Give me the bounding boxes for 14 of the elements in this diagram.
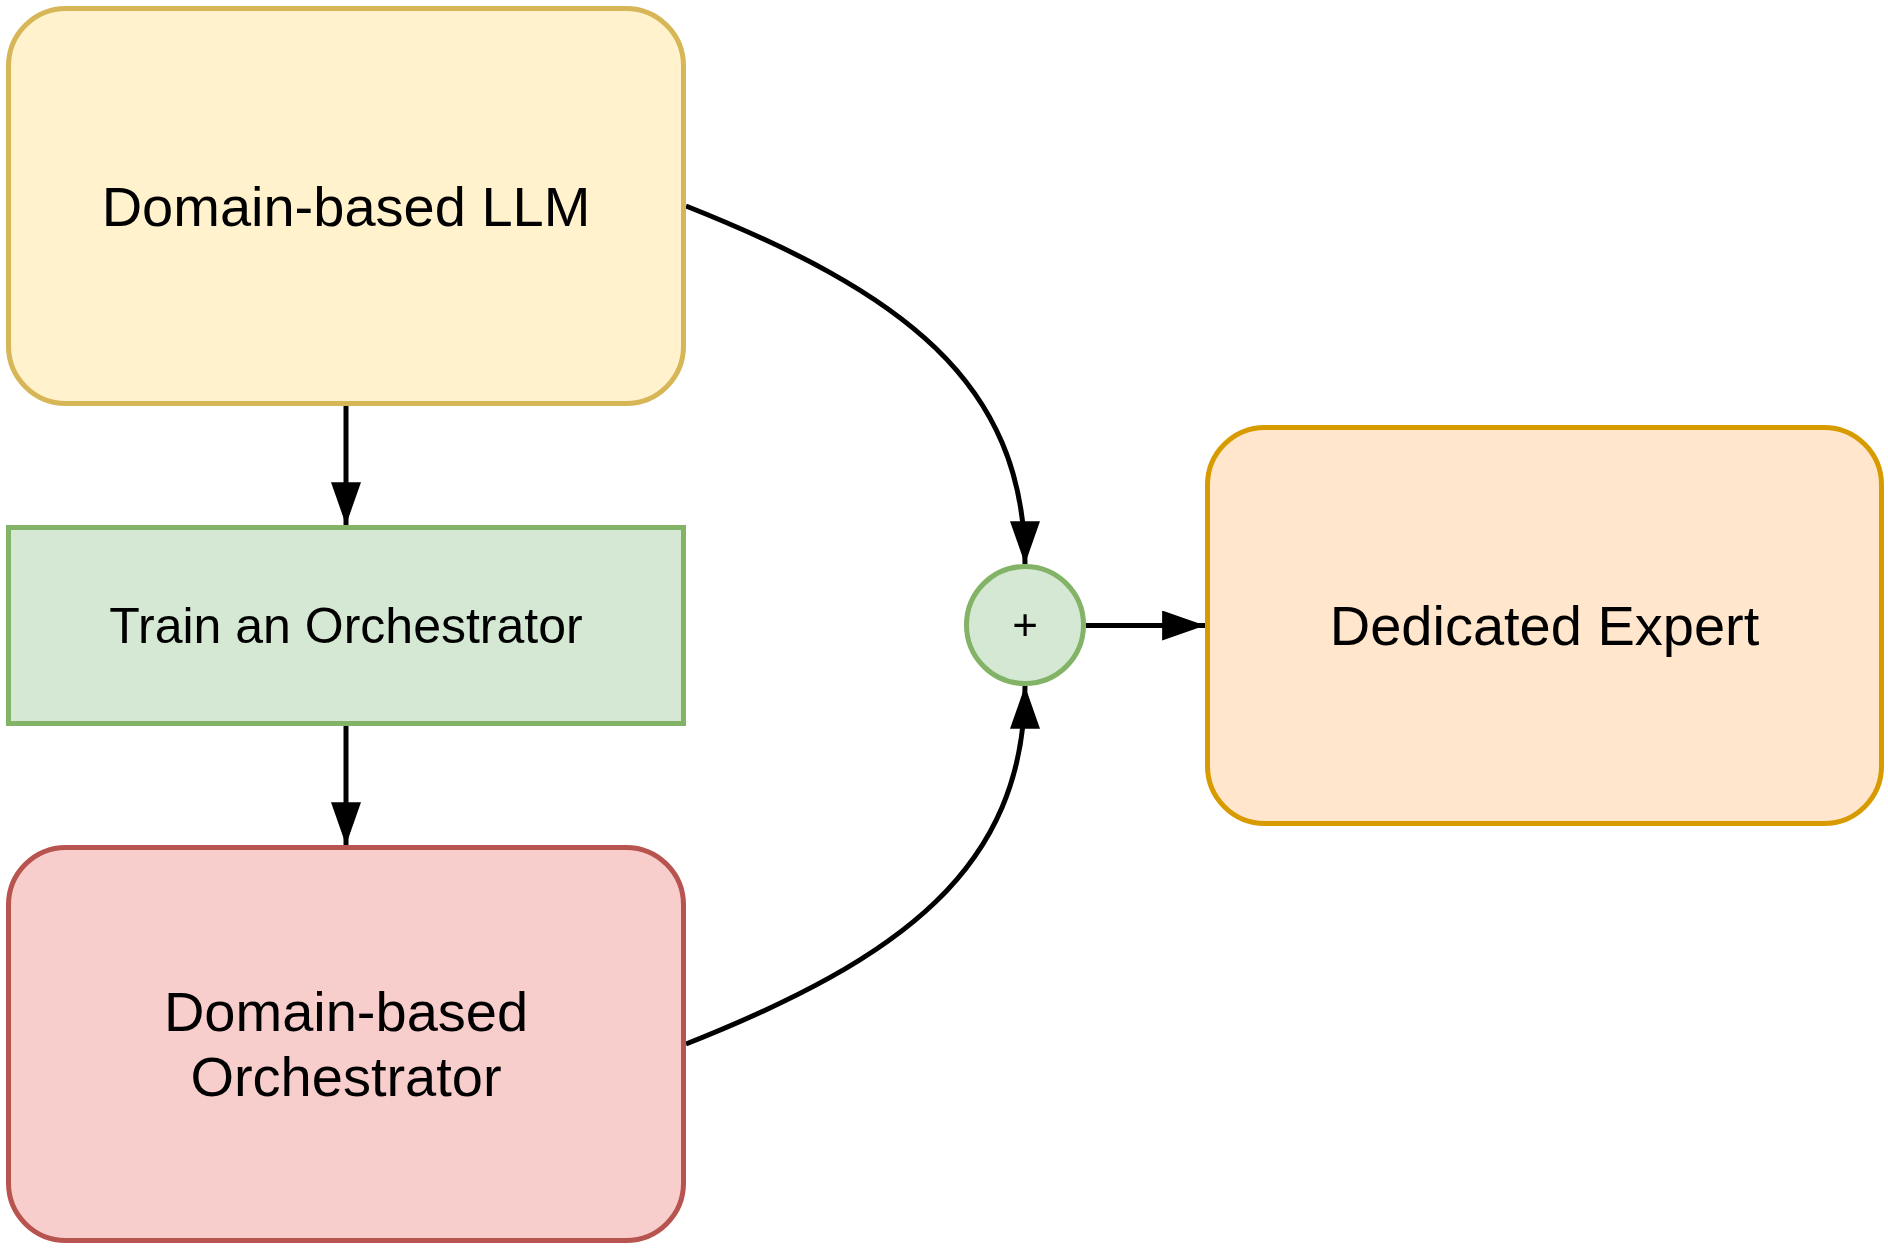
process-box bbox=[6, 845, 686, 1243]
process-box bbox=[6, 6, 686, 406]
arrow bbox=[685, 685, 1038, 1047]
node-label: Domain-based LLM bbox=[101, 173, 591, 239]
node-label: + bbox=[1012, 600, 1038, 650]
node-label: Dedicated Expert bbox=[1329, 593, 1760, 658]
node-label: Train an Orchestrator bbox=[109, 596, 583, 655]
process-box bbox=[6, 525, 686, 726]
arrow bbox=[685, 203, 1038, 565]
arrow bbox=[331, 726, 361, 845]
arrow bbox=[1086, 610, 1205, 641]
node-label: Domain-based Orchestrator bbox=[162, 979, 530, 1109]
arrow bbox=[331, 406, 361, 525]
output-box bbox=[1205, 425, 1884, 826]
